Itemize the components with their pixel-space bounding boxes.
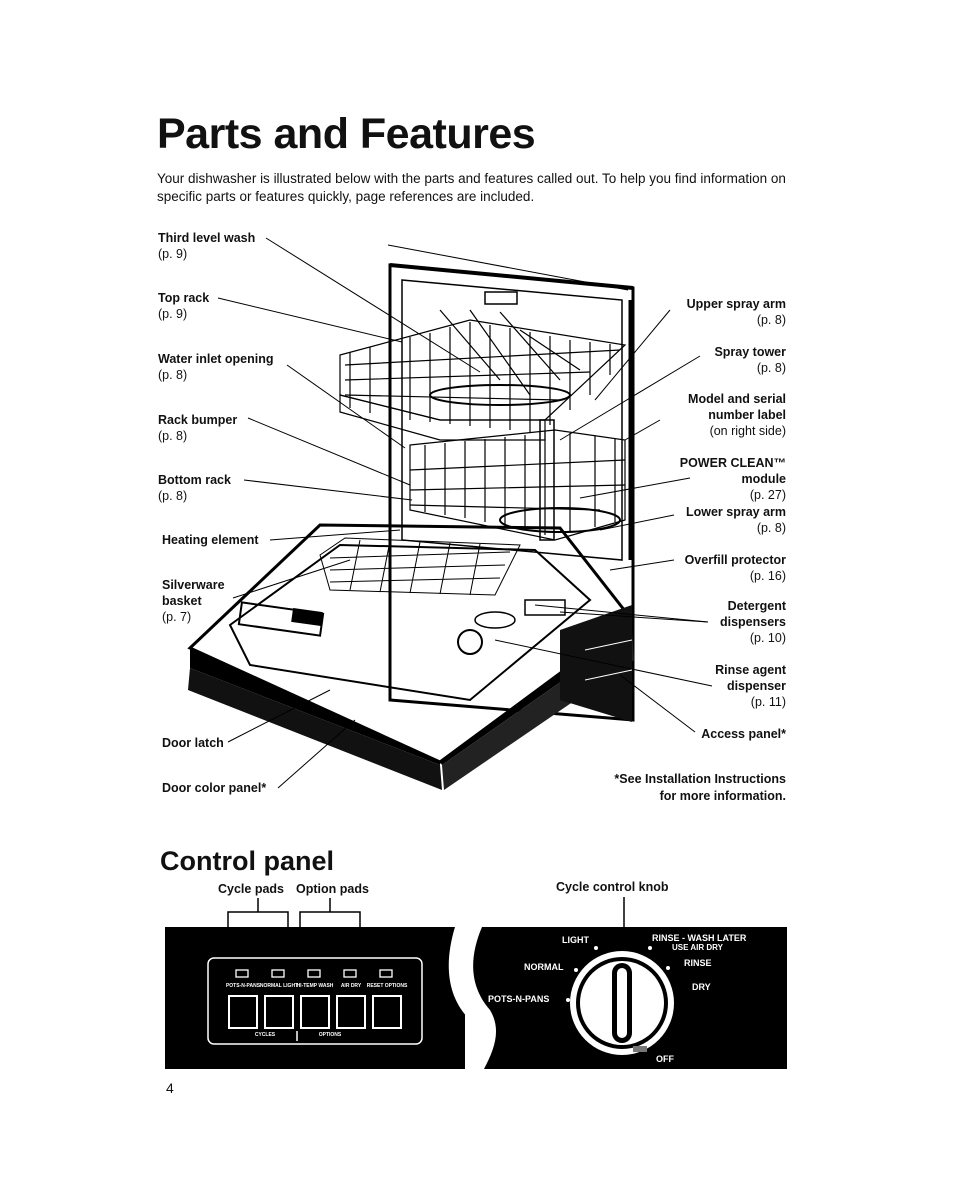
pad-label-pots-n-pans: POTS-N-PANS	[226, 983, 261, 989]
cycle-pads-label: Cycle pads	[218, 882, 285, 896]
callout-water-inlet-opening: Water inlet opening (p. 8)	[158, 352, 274, 382]
pad-label-normal-light: NORMAL LIGHT	[260, 983, 298, 989]
callout-model-serial-label: Model and serial number label (on right …	[688, 392, 786, 438]
footnote: *See Installation Instructions for more …	[614, 772, 786, 803]
knob-pos-off: OFF	[656, 1054, 674, 1064]
pad-label-reset-options: RESET OPTIONS	[367, 983, 408, 989]
dishwasher-illustration	[187, 237, 713, 790]
callout-lower-spray-arm: Lower spray arm (p. 8)	[685, 505, 786, 535]
callout-door-latch: Door latch	[162, 736, 224, 750]
callout-third-level-wash: Third level wash (p. 9)	[158, 231, 256, 261]
callout-overfill-protector: Overfill protector (p. 16)	[684, 553, 786, 583]
callout-bottom-rack: Bottom rack (p. 8)	[158, 473, 231, 503]
callout-detergent-dispensers: Detergent dispensers (p. 10)	[719, 599, 786, 645]
control-panel-heading: Control panel	[160, 846, 334, 876]
callout-top-rack: Top rack (p. 9)	[158, 291, 210, 321]
callout-upper-spray-arm: Upper spray arm (p. 8)	[686, 297, 786, 327]
knob-pos-pots-n-pans: POTS-N-PANS	[488, 994, 549, 1004]
pad-label-hi-temp-wash: HI-TEMP WASH	[297, 983, 334, 989]
callout-rack-bumper: Rack bumper (p. 8)	[158, 413, 238, 443]
knob-pos-dry: DRY	[692, 982, 711, 992]
knob-pos-use-air-dry: USE AIR DRY	[672, 943, 724, 952]
callout-spray-tower: Spray tower (p. 8)	[714, 345, 786, 375]
option-pads-label: Option pads	[296, 882, 369, 896]
page-number: 4	[166, 1080, 174, 1096]
pad-group-cycles: CYCLES	[255, 1032, 276, 1038]
callout-heating-element: Heating element	[162, 533, 259, 547]
page-title: Parts and Features	[157, 110, 536, 158]
knob-pos-normal: NORMAL	[524, 962, 564, 972]
knob-label: Cycle control knob	[556, 880, 669, 894]
callout-door-color-panel: Door color panel*	[162, 781, 267, 795]
callout-silverware-basket: Silverware basket (p. 7)	[162, 578, 225, 624]
intro-text: Your dishwasher is illustrated below wit…	[157, 171, 786, 204]
control-panel-illustration: POTS-N-PANS NORMAL LIGHT HI-TEMP WASH AI…	[165, 897, 787, 1069]
pad-group-options: OPTIONS	[319, 1032, 342, 1038]
callout-access-panel: Access panel*	[701, 727, 786, 741]
callout-rinse-agent-dispenser: Rinse agent dispenser (p. 11)	[715, 663, 786, 709]
knob-pos-rinse: RINSE	[684, 958, 712, 968]
knob-pos-light: LIGHT	[562, 935, 589, 945]
pad-label-air-dry: AIR DRY	[341, 983, 362, 989]
knob-pos-rinse-wash-later: RINSE - WASH LATER	[652, 933, 747, 943]
callout-power-clean-module: POWER CLEAN™ module (p. 27)	[679, 456, 786, 502]
